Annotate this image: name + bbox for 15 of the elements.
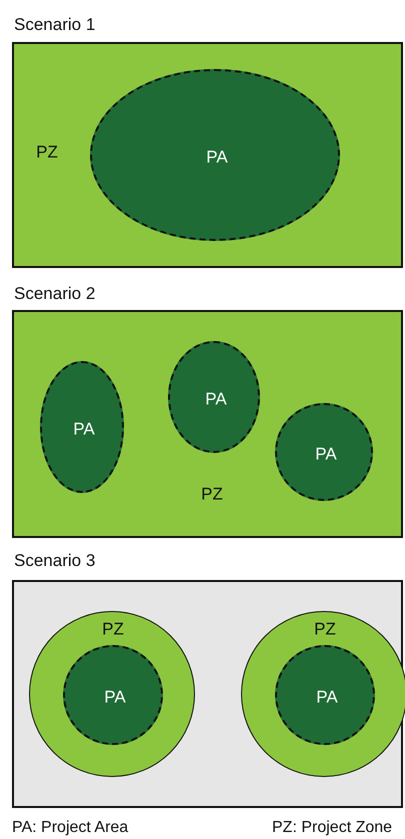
region-label: PZ (314, 620, 336, 638)
scenario-heading: Scenario 1 (14, 16, 96, 33)
legend-text: PZ: Project Zone (272, 820, 392, 836)
region-label: PA (206, 148, 228, 166)
region-label: PA (316, 688, 338, 706)
region-label: PA (73, 420, 95, 438)
region-label: PZ (36, 144, 58, 160)
region-label: PZ (201, 486, 223, 502)
region-label: PA (315, 446, 337, 462)
region-label: PZ (102, 620, 124, 638)
scenario-heading: Scenario 2 (14, 285, 96, 302)
legend-text: PA: Project Area (12, 820, 128, 836)
region-label: PA (104, 688, 126, 706)
scenario-heading: Scenario 3 (14, 552, 96, 569)
region-label: PA (205, 390, 227, 408)
